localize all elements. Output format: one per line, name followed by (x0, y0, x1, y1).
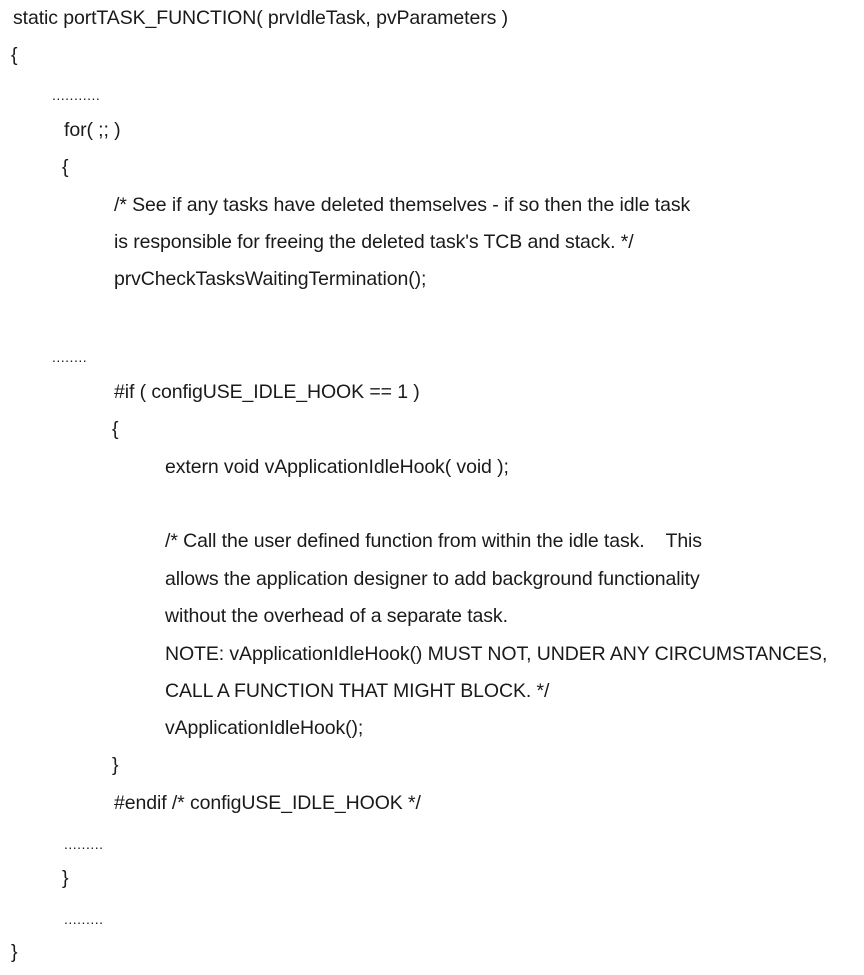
comment-line: /* See if any tasks have deleted themsel… (114, 194, 691, 216)
if-close-brace: } (112, 754, 119, 776)
endif-directive: #endif /* configUSE_IDLE_HOOK */ (114, 792, 421, 814)
extern-declaration: extern void vApplicationIdleHook( void )… (165, 456, 509, 478)
if-directive: #if ( configUSE_IDLE_HOOK == 1 ) (114, 381, 420, 403)
function-signature: static portTASK_FUNCTION( prvIdleTask, p… (13, 7, 508, 29)
ellipsis-line: ........ (52, 349, 88, 365)
for-loop-header: for( ;; ) (64, 119, 121, 141)
for-open-brace: { (62, 156, 69, 178)
function-close-brace: } (11, 941, 18, 963)
comment-line: CALL A FUNCTION THAT MIGHT BLOCK. */ (165, 680, 550, 702)
ellipsis-line: ......... (64, 911, 104, 927)
comment-line: is responsible for freeing the deleted t… (114, 231, 634, 253)
comment-line: /* Call the user defined function from w… (165, 530, 702, 552)
if-open-brace: { (112, 418, 119, 440)
function-call: vApplicationIdleHook(); (165, 717, 364, 739)
for-close-brace: } (62, 867, 69, 889)
comment-line: allows the application designer to add b… (165, 568, 700, 590)
function-call: prvCheckTasksWaitingTermination(); (114, 268, 427, 290)
comment-line: NOTE: vApplicationIdleHook() MUST NOT, U… (165, 643, 828, 665)
comment-line: without the overhead of a separate task. (165, 605, 508, 627)
function-open-brace: { (11, 44, 18, 66)
ellipsis-line: ........... (52, 87, 101, 103)
ellipsis-line: ......... (64, 836, 104, 852)
